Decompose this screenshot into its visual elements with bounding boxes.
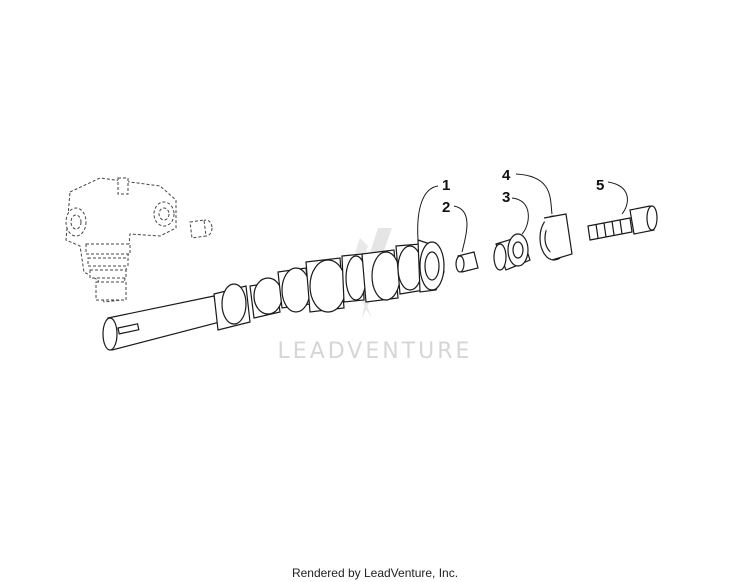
reference-gearbox-assembly (65, 177, 213, 303)
callout-2: 2 (442, 199, 450, 216)
part-5-bolt (587, 205, 658, 241)
callout-3: 3 (502, 189, 510, 206)
part-2-bushing (455, 251, 479, 273)
main-shaft (102, 239, 445, 351)
leader-lines (417, 173, 628, 253)
footer-credit: Rendered by LeadVenture, Inc. (291, 566, 459, 580)
part-4-ring (539, 213, 573, 261)
callout-5: 5 (596, 177, 604, 194)
callout-1: 1 (442, 177, 450, 194)
part-3-collar (493, 233, 531, 271)
callout-4: 4 (502, 167, 511, 184)
watermark-text: LEADVENTURE (278, 339, 473, 364)
